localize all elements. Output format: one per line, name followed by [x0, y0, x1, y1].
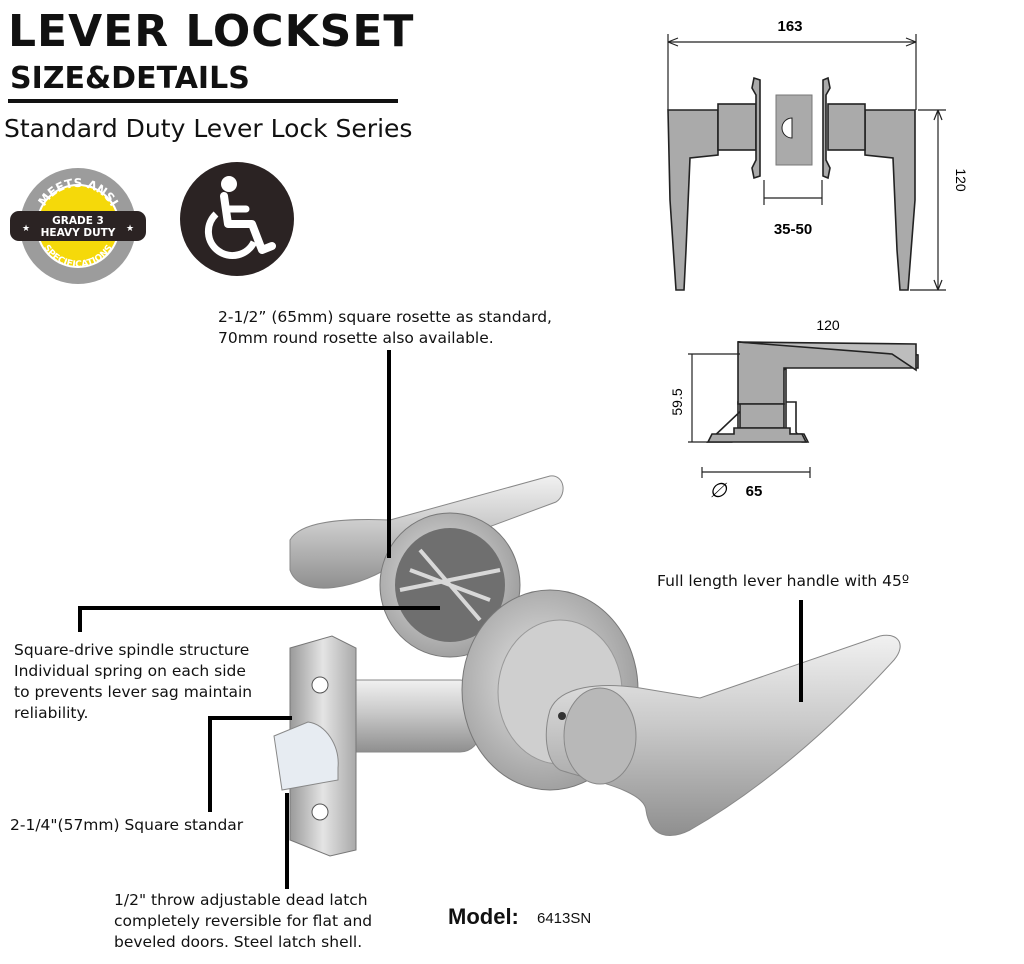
- side-view-drawing: 120 59.5 ∅ 65: [669, 317, 919, 502]
- dim-top-width: 163: [777, 18, 802, 35]
- top-latch-hole: [781, 117, 793, 139]
- faceplate-screw-hole-bottom: [311, 803, 329, 821]
- privacy-hole: [558, 712, 566, 720]
- rosette-callout: 2-1/2” (65mm) square rosette as standard…: [218, 308, 552, 347]
- badge-star-right-icon: ★: [126, 223, 134, 233]
- page-subtitle: SIZE&DETAILS: [10, 61, 250, 96]
- badge-duty: HEAVY DUTY: [41, 227, 116, 239]
- page-title: LEVER LOCKSET: [8, 6, 415, 57]
- model-number: 6413SN: [537, 910, 592, 927]
- dim-top-height: 120: [953, 168, 969, 192]
- dim-side-height: 59.5: [669, 388, 685, 415]
- spindle-leader: [78, 606, 440, 632]
- diameter-symbol-icon: ∅: [709, 480, 728, 502]
- faceplate-screw-hole-top: [311, 676, 329, 694]
- badge-band: [10, 211, 146, 241]
- product-illustration: [273, 475, 901, 857]
- badge-grade: GRADE 3: [52, 215, 104, 227]
- dim-side-length: 120: [816, 317, 840, 333]
- top-right-neck: [827, 103, 866, 151]
- ansi-grade-badge: MEETS ANSI SPECIFICATIONS ★ ★ GRADE 3 HE…: [10, 168, 146, 284]
- dead-latch-bolt: [273, 721, 339, 791]
- backset-callout: 2-1/4"(57mm) Square standar: [10, 816, 244, 834]
- dim-door-thickness: 35-50: [774, 221, 812, 238]
- lever-callout: Full length lever handle with 45º: [657, 572, 910, 590]
- backset-leader: [208, 716, 292, 812]
- latch-callout: 1/2" throw adjustable dead latch complet…: [114, 891, 373, 951]
- top-latch-plate: [775, 94, 813, 166]
- wheelchair-accessibility-icon: [180, 162, 294, 276]
- badge-star-left-icon: ★: [22, 223, 30, 233]
- top-left-neck: [717, 103, 757, 151]
- model-label: Model:: [448, 904, 519, 929]
- series-name: Standard Duty Lever Lock Series: [4, 114, 413, 143]
- top-view-drawing: 163 35-50 120: [667, 18, 969, 291]
- top-left-rosette: [751, 76, 761, 180]
- front-lever: [545, 634, 901, 836]
- top-right-rosette: [822, 76, 831, 180]
- spindle-callout: Square-drive spindle structure Individua…: [14, 641, 253, 722]
- dim-rosette-diameter: 65: [746, 483, 763, 500]
- title-underline: [8, 99, 398, 103]
